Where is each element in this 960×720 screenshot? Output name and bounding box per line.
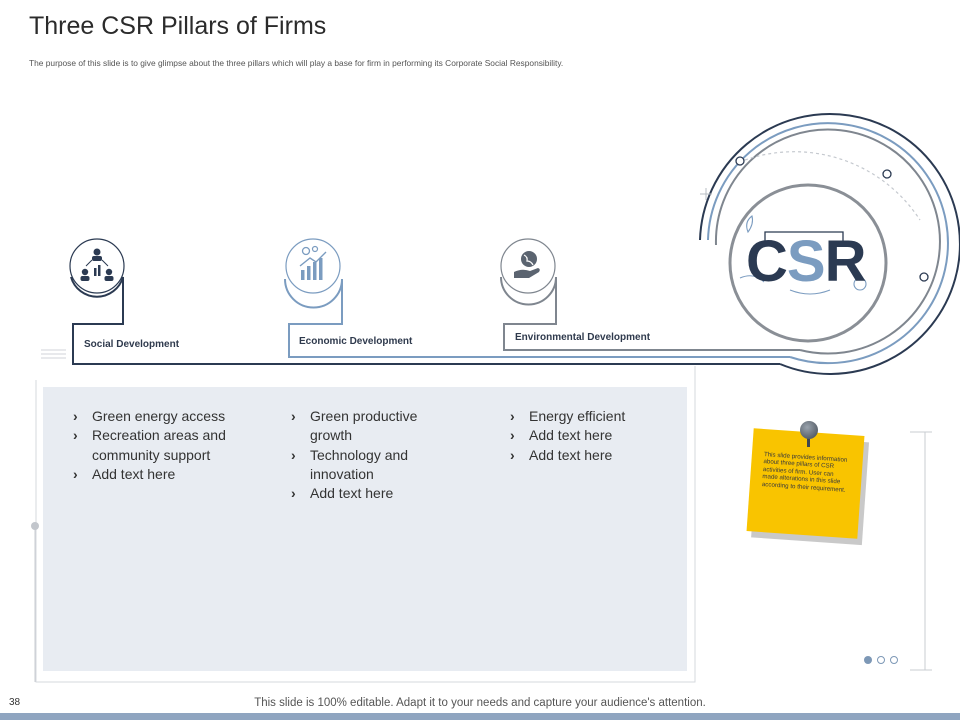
- social-icon-circle: [69, 238, 125, 294]
- list-item: Add text here: [510, 446, 670, 466]
- emblem-inner-ring: [728, 183, 888, 343]
- emblem-ring-dashed: [744, 151, 921, 221]
- bottom-bar: [0, 713, 960, 720]
- emblem-ring-navy: [699, 112, 960, 375]
- page-number: 38: [9, 697, 21, 708]
- dot-active: [864, 656, 872, 664]
- sticky-note: This slide provides information about th…: [746, 428, 865, 539]
- dot: [877, 656, 885, 664]
- pillar-label-environmental: Environmental Development: [515, 332, 651, 343]
- social-connector: [70, 276, 780, 365]
- pagination-dots: [864, 651, 903, 669]
- social-column: Green energy access Recreation areas and…: [73, 407, 263, 484]
- footer-text: This slide is 100% editable. Adapt it to…: [254, 697, 706, 709]
- list-item: Recreation areas and community support: [73, 426, 263, 465]
- list-item: Technology and innovation: [291, 446, 441, 485]
- emblem-decor-icon: [739, 215, 867, 295]
- hand-globe-icon: [514, 251, 540, 278]
- economic-connector: [284, 278, 790, 358]
- pillar-label-social: Social Development: [84, 339, 180, 350]
- left-accent-dot: [31, 522, 39, 530]
- list-item: Add text here: [291, 484, 441, 504]
- csr-emblem-text: CSR: [746, 229, 866, 294]
- panel-frame: [35, 366, 696, 683]
- pillar-label-economic: Economic Development: [299, 336, 413, 347]
- list-item: Green productive growth: [291, 407, 441, 446]
- list-item: Green energy access: [73, 407, 263, 427]
- content-panel: Green energy access Recreation areas and…: [43, 387, 687, 671]
- environmental-column: Energy efficient Add text here Add text …: [510, 407, 670, 465]
- economic-column: Green productive growth Technology and i…: [291, 407, 441, 504]
- list-item: Add text here: [73, 465, 263, 485]
- list-item: Energy efficient: [510, 407, 670, 427]
- growth-chart-gears-icon: [299, 245, 327, 280]
- emblem-ring-blue: [707, 122, 949, 365]
- stripes-mark: [41, 349, 66, 359]
- environmental-connector: [500, 276, 800, 351]
- pushpin-needle: [807, 437, 810, 447]
- pushpin-icon: [800, 421, 818, 439]
- sticky-note-text: This slide provides information about th…: [761, 451, 848, 494]
- list-item: Add text here: [510, 426, 670, 446]
- dot: [890, 656, 898, 664]
- emblem-ring-grey: [714, 128, 941, 355]
- team-network-icon: [80, 248, 114, 281]
- slide-subtitle: The purpose of this slide is to give gli…: [29, 58, 564, 68]
- slide-title: Three CSR Pillars of Firms: [29, 12, 327, 40]
